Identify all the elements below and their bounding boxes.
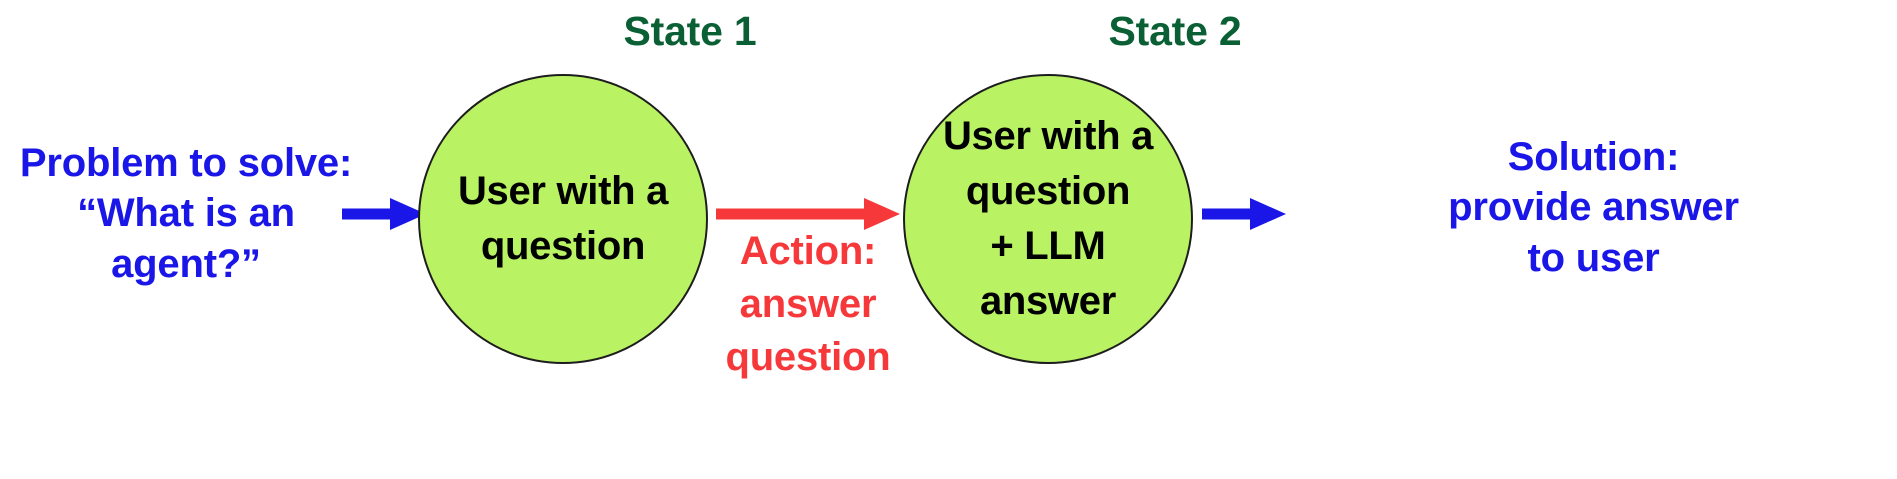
output-arrow-icon xyxy=(1202,198,1286,230)
solution-statement-text: Solution: provide answer to user xyxy=(1448,135,1739,280)
state-1-circle[interactable]: User with a question xyxy=(418,74,708,364)
state-2-circle[interactable]: User with a question + LLM answer xyxy=(903,74,1193,364)
problem-statement-text: Problem to solve: “What is an agent?” xyxy=(19,141,353,286)
state-1-label: State 1 xyxy=(623,8,757,54)
input-arrow-icon xyxy=(342,198,426,230)
action-arrow-icon xyxy=(716,198,900,230)
state-2-circle-text: User with a question + LLM answer xyxy=(942,113,1154,324)
state-1-circle-text: User with a question xyxy=(457,168,669,268)
state-2-label: State 2 xyxy=(1108,8,1242,54)
action-label: Action: answer question xyxy=(725,229,891,379)
